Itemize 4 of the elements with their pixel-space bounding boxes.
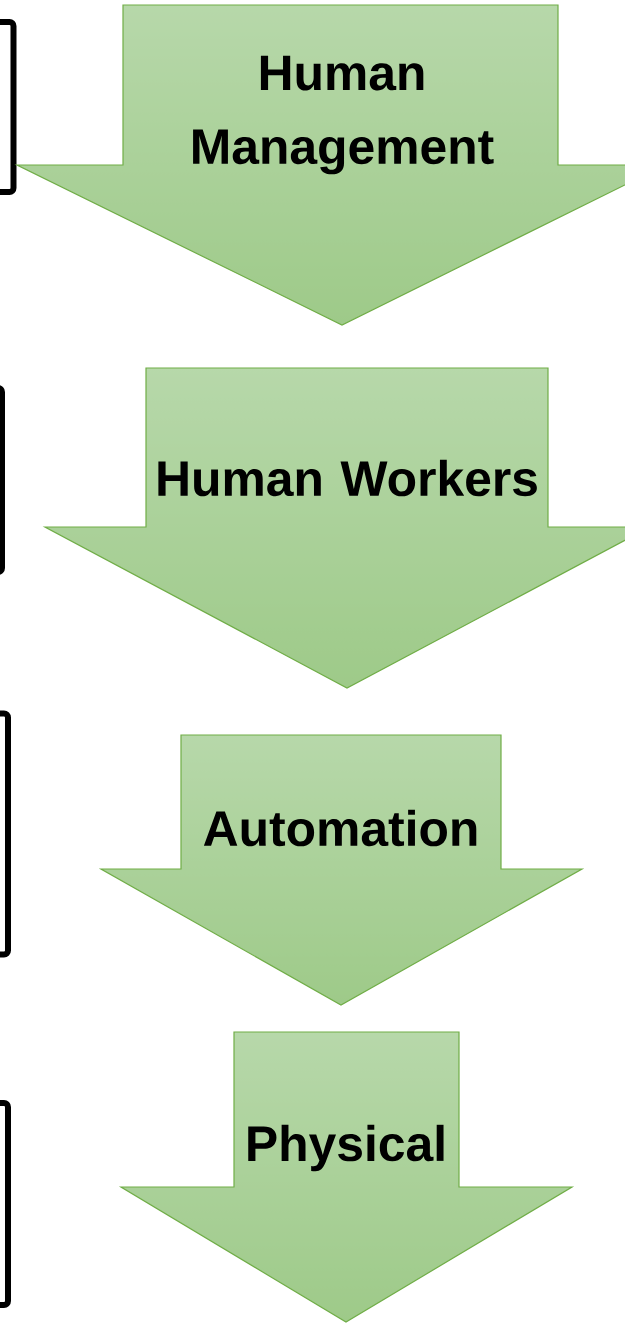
bracket-box <box>0 385 5 575</box>
bracket-box <box>0 1100 11 1308</box>
bracket-box <box>0 19 17 195</box>
bracket-box <box>0 710 11 958</box>
